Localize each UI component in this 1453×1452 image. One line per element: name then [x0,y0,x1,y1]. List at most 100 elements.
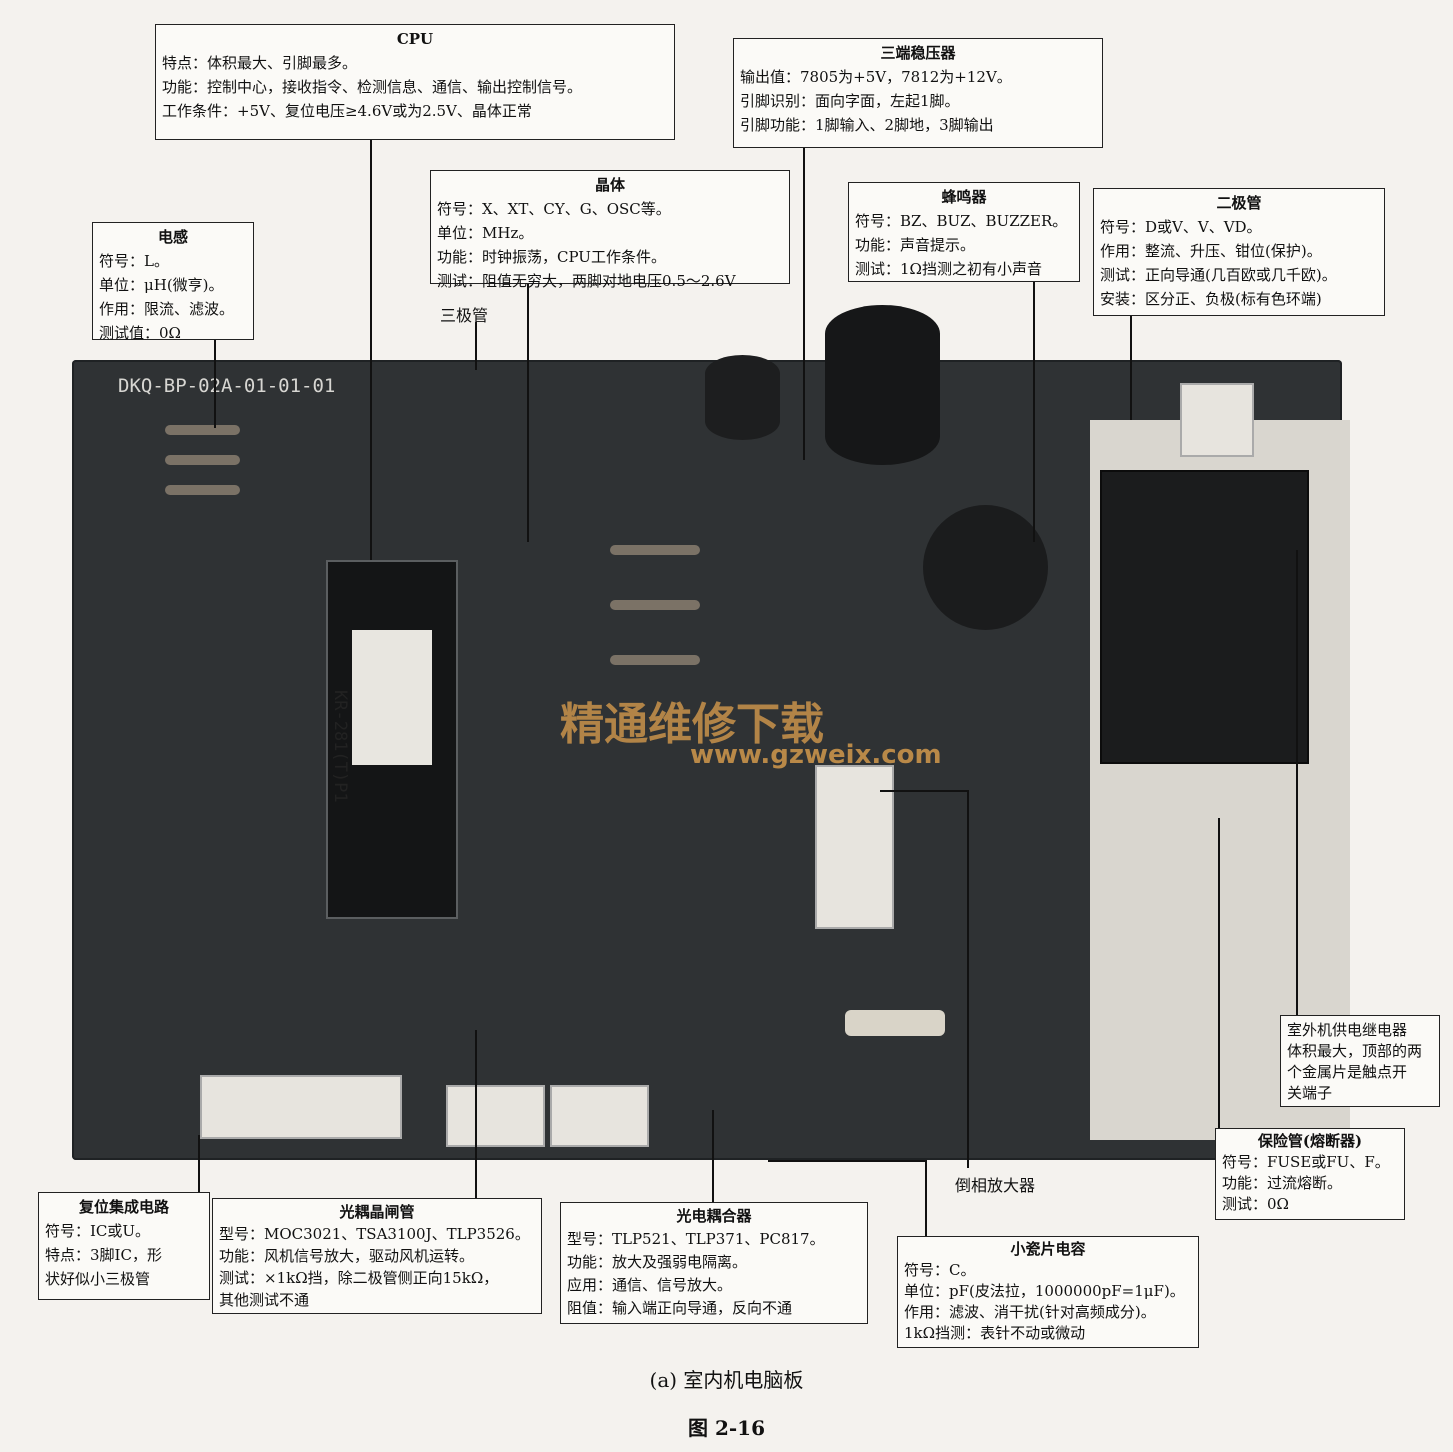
relay-component [1100,470,1309,764]
optothy-line: 其他测试不通 [219,1291,310,1309]
box-inductor: 电感 符号：L。 单位：μH(微亨)。 作用：限流、滤波。 测试值：0Ω [92,222,254,342]
leader-transistor [475,322,477,370]
cpu-chip [326,560,458,919]
reset-line: 符号：IC或U。 [45,1222,151,1240]
leader-fuse [1218,818,1220,1128]
buzzer-component [923,505,1048,630]
crystal-line: 功能：时钟振荡，CPU工作条件。 [437,248,666,266]
relay-line: 个金属片是触点开 [1287,1063,1408,1081]
connector-cn [815,765,894,929]
box-fuse: 保险管(熔断器) 符号：FUSE或FU、F。 功能：过流熔断。 测试：0Ω [1215,1128,1405,1220]
ceramic-line: 单位：pF(皮法拉，1000000pF=1μF)。 [904,1282,1185,1300]
box-ceramic: 小瓷片电容 符号：C。 单位：pF(皮法拉，1000000pF=1μF)。 作用… [897,1236,1199,1348]
ceramic-line: 符号：C。 [904,1261,976,1279]
inductor-line: 测试值：0Ω [99,324,181,342]
connector-j11 [446,1085,545,1147]
ceramic-line: 1kΩ挡测：表针不动或微动 [904,1324,1086,1342]
buzzer-line: 功能：声音提示。 [855,236,976,254]
diode-line: 符号：D或V、V、VD。 [1100,218,1262,236]
reset-line: 状好似小三极管 [45,1270,151,1288]
diode-line: 安装：区分正、负极(标有色环端) [1100,290,1322,308]
optothy-line: 测试：×1kΩ挡，除二极管侧正向15kΩ， [219,1269,499,1287]
resistor [610,655,700,665]
leader-buzzer [1033,282,1035,542]
fuse-line: 功能：过流熔断。 [1222,1174,1343,1192]
leader-cpu [370,138,372,560]
buzzer-line: 测试：1Ω挡测之初有小声音 [855,260,1042,278]
inductor-line: 单位：μH(微亨)。 [99,276,224,294]
optothy-line: 功能：风机信号放大，驱动风机运转。 [219,1247,475,1265]
inductor-l203 [165,485,240,495]
box-buzzer: 蜂鸣器 符号：BZ、BUZ、BUZZER。 功能：声音提示。 测试：1Ω挡测之初… [848,182,1080,282]
leader-inverter [967,790,969,1168]
pcb-model-text: DKQ-BP-02A-01-01-01 [118,375,336,397]
crystal-line: 符号：X、XT、CY、G、OSC等。 [437,200,671,218]
fuse-component [845,1010,945,1036]
box-crystal: 晶体 符号：X、XT、CY、G、OSC等。 单位：MHz。 功能：时钟振荡，CP… [430,170,790,290]
ceramic-title: 小瓷片电容 [1010,1240,1086,1258]
box-cpu: CPU 特点：体积最大、引脚最多。 功能：控制中心，接收指令、检测信息、通信、输… [155,24,675,140]
box-reset: 复位集成电路 符号：IC或U。 特点：3脚IC，形 状好似小三极管 [38,1192,210,1300]
reset-line: 特点：3脚IC，形 [45,1246,162,1264]
regulator-line: 引脚识别：面向字面，左起1脚。 [740,92,960,110]
electrolytic-capacitor-small [705,355,780,440]
buzzer-line: 符号：BZ、BUZ、BUZZER。 [855,212,1068,230]
leader-crystal [527,282,529,542]
box-relay: 室外机供电继电器 体积最大，顶部的两 个金属片是触点开 关端子 [1280,1015,1440,1107]
connector-j10 [200,1075,402,1139]
resistor [610,545,700,555]
chip-label-text: KR-281(T)P1 [330,690,350,803]
inductor-l201 [165,425,240,435]
leader-relay [1296,550,1298,1015]
fuse-title: 保险管(熔断器) [1257,1132,1363,1150]
inductor-title: 电感 [157,228,188,246]
ceramic-line: 作用：滤波、消干扰(针对高频成分)。 [904,1303,1156,1321]
leader-inductor [214,338,216,428]
box-diode: 二极管 符号：D或V、V、VD。 作用：整流、升压、钳位(保护)。 测试：正向导… [1093,188,1385,316]
inductor-line: 作用：限流、滤波。 [99,300,235,318]
leader-inverter-h [880,790,968,792]
diode-line: 测试：正向导通(几百欧或几千欧)。 [1100,266,1337,284]
crystal-line: 测试：阻值无穷大，两脚对地电压0.5～2.6V [437,272,736,290]
inductor-l202 [165,455,240,465]
resistor [610,600,700,610]
leader-reset [198,1135,200,1193]
optocoupler-line: 应用：通信、信号放大。 [567,1276,733,1294]
electrolytic-capacitor-large [825,305,940,465]
optocoupler-line: 功能：放大及强弱电隔离。 [567,1253,748,1271]
figure-caption: 图 2-16 [687,1416,765,1440]
connector-top [1180,383,1254,457]
diode-title: 二极管 [1216,194,1262,212]
optocoupler-line: 型号：TLP521、TLP371、PC817。 [567,1230,825,1248]
regulator-title: 三端稳压器 [880,44,956,62]
watermark-cn: 精通维修下载 [560,699,824,750]
leader-ceramic [925,1160,927,1238]
cpu-line: 特点：体积最大、引脚最多。 [162,54,358,72]
crystal-line: 单位：MHz。 [437,224,534,242]
reset-title: 复位集成电路 [78,1198,169,1216]
crystal-title: 晶体 [594,176,625,194]
cpu-line: 工作条件：+5V、复位电压≥4.6V或为2.5V、晶体正常 [162,102,532,120]
connector-j12 [550,1085,649,1147]
leader-diode [1130,315,1132,420]
cpu-line: 功能：控制中心，接收指令、检测信息、通信、输出控制信号。 [162,78,583,96]
leader-optothy [475,1030,477,1200]
inductor-line: 符号：L。 [99,252,169,270]
watermark-url: www.gzweix.com [690,740,942,770]
regulator-line: 输出值：7805为+5V，7812为+12V。 [740,68,1012,86]
box-regulator: 三端稳压器 输出值：7805为+5V，7812为+12V。 引脚识别：面向字面，… [733,38,1103,148]
box-optothy: 光耦晶闸管 型号：MOC3021、TSA3100J、TLP3526。 功能：风机… [212,1198,542,1314]
relay-line: 关端子 [1287,1084,1333,1102]
fuse-line: 测试：0Ω [1222,1195,1289,1213]
cpu-label-sticker [352,630,432,765]
relay-line: 室外机供电继电器 [1287,1021,1408,1039]
leader-ceramic-h [768,1160,926,1162]
leader-regulator [803,146,805,460]
optocoupler-line: 阻值：输入端正向导通，反向不通 [567,1299,793,1317]
cpu-title: CPU [396,30,434,48]
leader-optocoupler [712,1110,714,1202]
optocoupler-title: 光电耦合器 [676,1207,752,1225]
optothy-title: 光耦晶闸管 [339,1203,415,1221]
relay-line: 体积最大，顶部的两 [1287,1042,1423,1060]
box-optocoupler: 光电耦合器 型号：TLP521、TLP371、PC817。 功能：放大及强弱电隔… [560,1202,868,1324]
